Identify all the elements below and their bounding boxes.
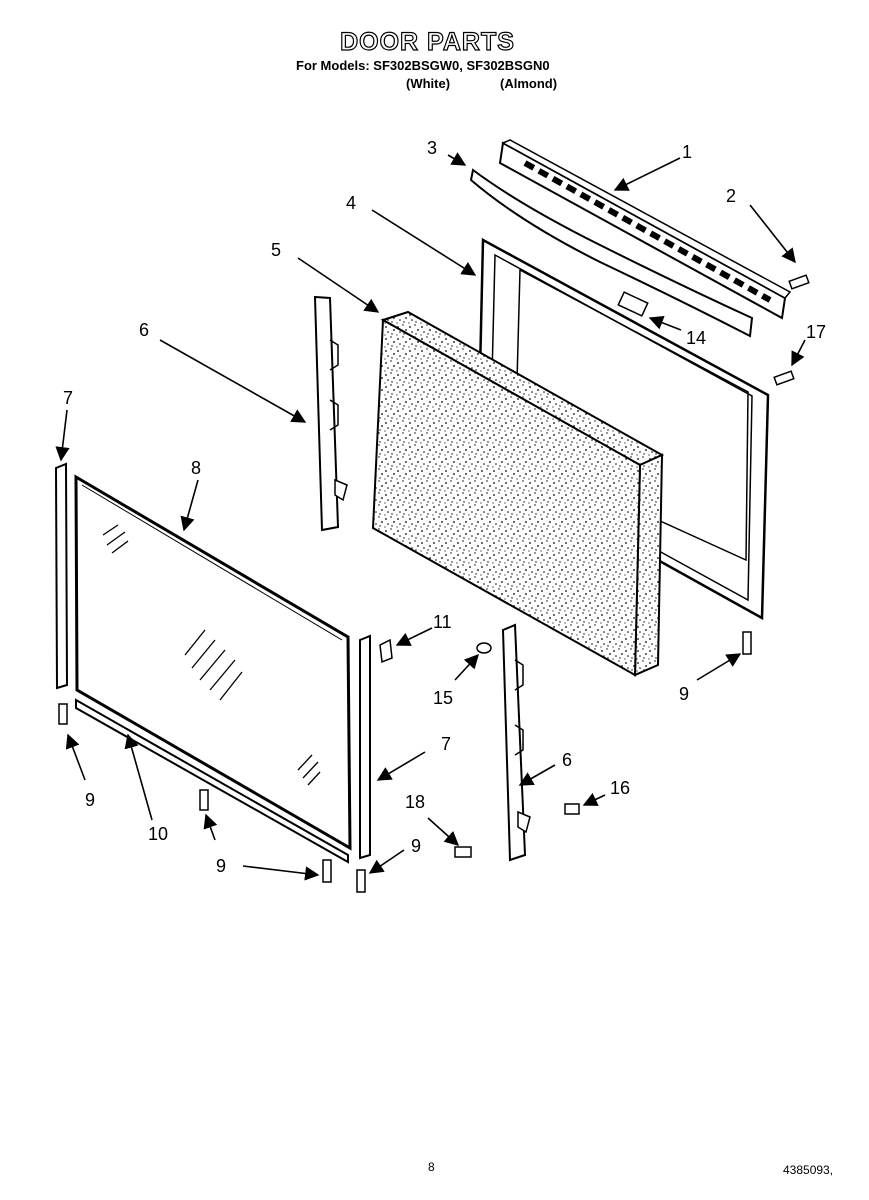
part-10-bottom-trim: [75, 698, 349, 864]
callout-2: 2: [726, 186, 737, 206]
callout-5: 5: [271, 240, 282, 260]
part-14-label-plate: [617, 291, 649, 317]
callout-8: 8: [191, 458, 202, 478]
page-number: 8: [428, 1160, 435, 1174]
part-5-insulation: [371, 310, 665, 677]
document-number: 4385093,: [783, 1163, 834, 1177]
part-11-clip: [379, 638, 393, 664]
callout-7-left: 7: [63, 388, 74, 408]
part-7-trim-right: [359, 634, 371, 860]
callout-6-upper: 6: [139, 320, 150, 340]
callout-4: 4: [346, 193, 357, 213]
leader-lines: [55, 152, 806, 881]
part-15-screw: [476, 642, 492, 654]
part-18-screw: [454, 846, 472, 858]
callout-11: 11: [433, 612, 452, 632]
callout-10: 10: [148, 824, 169, 844]
models-line: For Models: SF302BSGW0, SF302BSGN0: [296, 58, 550, 73]
variant-white: (White): [406, 76, 451, 91]
callout-1: 1: [682, 142, 693, 162]
part-6-door-channel-right: [501, 623, 531, 862]
part-17-screw: [773, 370, 795, 386]
callout-9-right: 9: [679, 684, 690, 704]
callout-18: 18: [405, 792, 426, 812]
part-3-door-handle: [469, 168, 754, 338]
part-2-screw: [788, 274, 810, 290]
part-8-outer-glass: [74, 474, 352, 851]
part-6-door-channel-left: [313, 295, 348, 532]
callout-9-left: 9: [85, 790, 96, 810]
callout-7-right: 7: [441, 734, 452, 754]
callout-6-lower: 6: [562, 750, 573, 770]
part-16-clip: [564, 803, 580, 815]
callout-9-bottom-right: 9: [411, 836, 422, 856]
page-title: DOOR PARTS: [339, 27, 515, 56]
part-1-vent-trim: [498, 139, 792, 320]
part-7-trim-left: [54, 462, 69, 690]
callout-15: 15: [433, 688, 454, 708]
callout-14: 14: [686, 328, 707, 348]
part-9-screw: [58, 631, 752, 893]
callout-17: 17: [806, 322, 827, 342]
callout-16: 16: [610, 778, 631, 798]
callout-9-bottom: 9: [216, 856, 227, 876]
callout-3: 3: [427, 138, 438, 158]
variant-almond: (Almond): [500, 76, 558, 91]
